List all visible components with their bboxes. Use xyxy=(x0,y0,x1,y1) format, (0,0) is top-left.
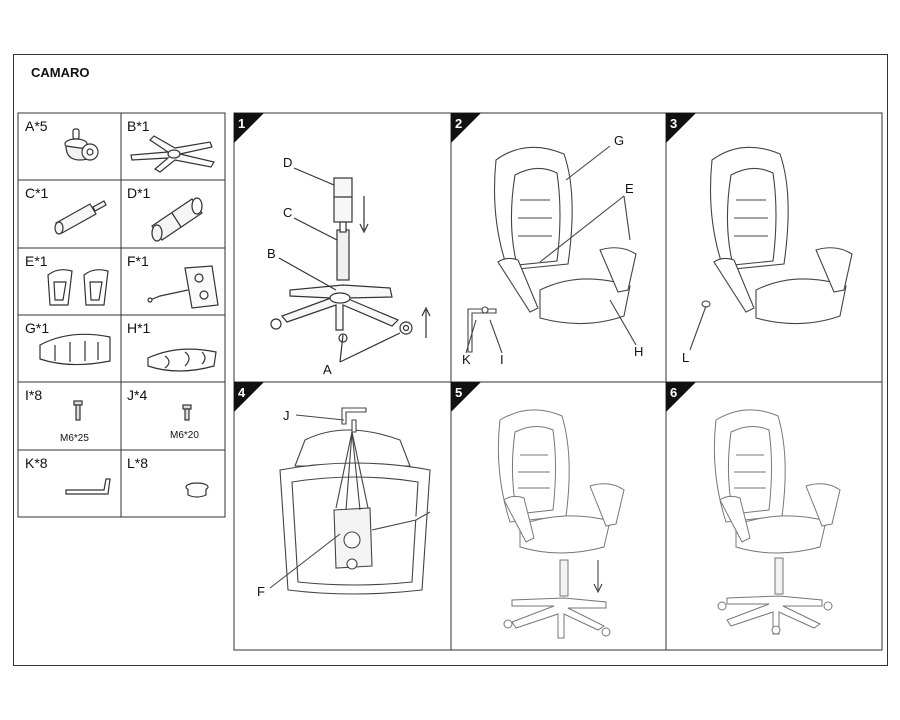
part-c-gas-cylinder-icon xyxy=(54,200,107,235)
step-6-illustration xyxy=(713,409,841,635)
part-label-d: D*1 xyxy=(127,185,151,201)
callout-b: B xyxy=(267,246,276,261)
part-e-armrests-icon xyxy=(47,269,109,306)
part-j-bolt-icon xyxy=(182,404,192,421)
step-3-number: 3 xyxy=(670,116,678,131)
part-b-base-icon xyxy=(130,135,215,173)
step-5-illustration xyxy=(497,409,625,639)
step-1-number: 1 xyxy=(238,116,246,131)
part-label-h: H*1 xyxy=(127,320,151,336)
part-h-seat-icon xyxy=(147,348,217,372)
document-title: CAMARO xyxy=(31,65,90,80)
part-label-k: K*8 xyxy=(25,455,48,471)
callout-c: C xyxy=(283,205,293,220)
step-2-illustration xyxy=(465,145,637,354)
callout-h: H xyxy=(634,344,644,359)
part-k-hex-key-icon xyxy=(65,478,111,495)
part-size-j: M6*20 xyxy=(170,430,199,441)
part-label-j: J*4 xyxy=(127,387,148,403)
part-label-g: G*1 xyxy=(25,320,50,336)
callout-j: J xyxy=(283,408,290,423)
part-l-cap-icon xyxy=(185,482,209,498)
step-5-number: 5 xyxy=(455,385,463,400)
callout-f: F xyxy=(257,584,265,599)
callout-e: E xyxy=(625,181,634,196)
step-3-illustration xyxy=(689,146,853,351)
part-label-l: L*8 xyxy=(127,455,149,471)
step-1-illustration xyxy=(270,167,431,363)
instruction-sheet xyxy=(13,54,888,666)
part-d-cylinder-cover-icon xyxy=(151,197,203,242)
callout-d: D xyxy=(283,155,293,170)
part-label-b: B*1 xyxy=(127,118,150,134)
part-f-mechanism-icon xyxy=(147,265,219,309)
step-4-number: 4 xyxy=(238,385,246,400)
part-label-i: I*8 xyxy=(25,387,43,403)
step-6-number: 6 xyxy=(670,385,678,400)
part-i-bolt-icon xyxy=(73,400,83,421)
part-size-i: M6*25 xyxy=(60,433,89,444)
step-4-illustration xyxy=(269,407,431,595)
part-a-caster-icon xyxy=(64,128,99,161)
callout-a: A xyxy=(323,362,332,377)
part-label-a: A*5 xyxy=(25,118,48,134)
step-2-number: 2 xyxy=(455,116,463,131)
callout-k: K xyxy=(462,352,471,367)
part-label-f: F*1 xyxy=(127,253,149,269)
callout-l: L xyxy=(682,350,690,365)
part-label-e: E*1 xyxy=(25,253,48,269)
part-g-backrest-icon xyxy=(39,333,111,366)
callout-g: G xyxy=(614,133,625,148)
part-label-c: C*1 xyxy=(25,185,49,201)
callout-i: I xyxy=(500,352,504,367)
